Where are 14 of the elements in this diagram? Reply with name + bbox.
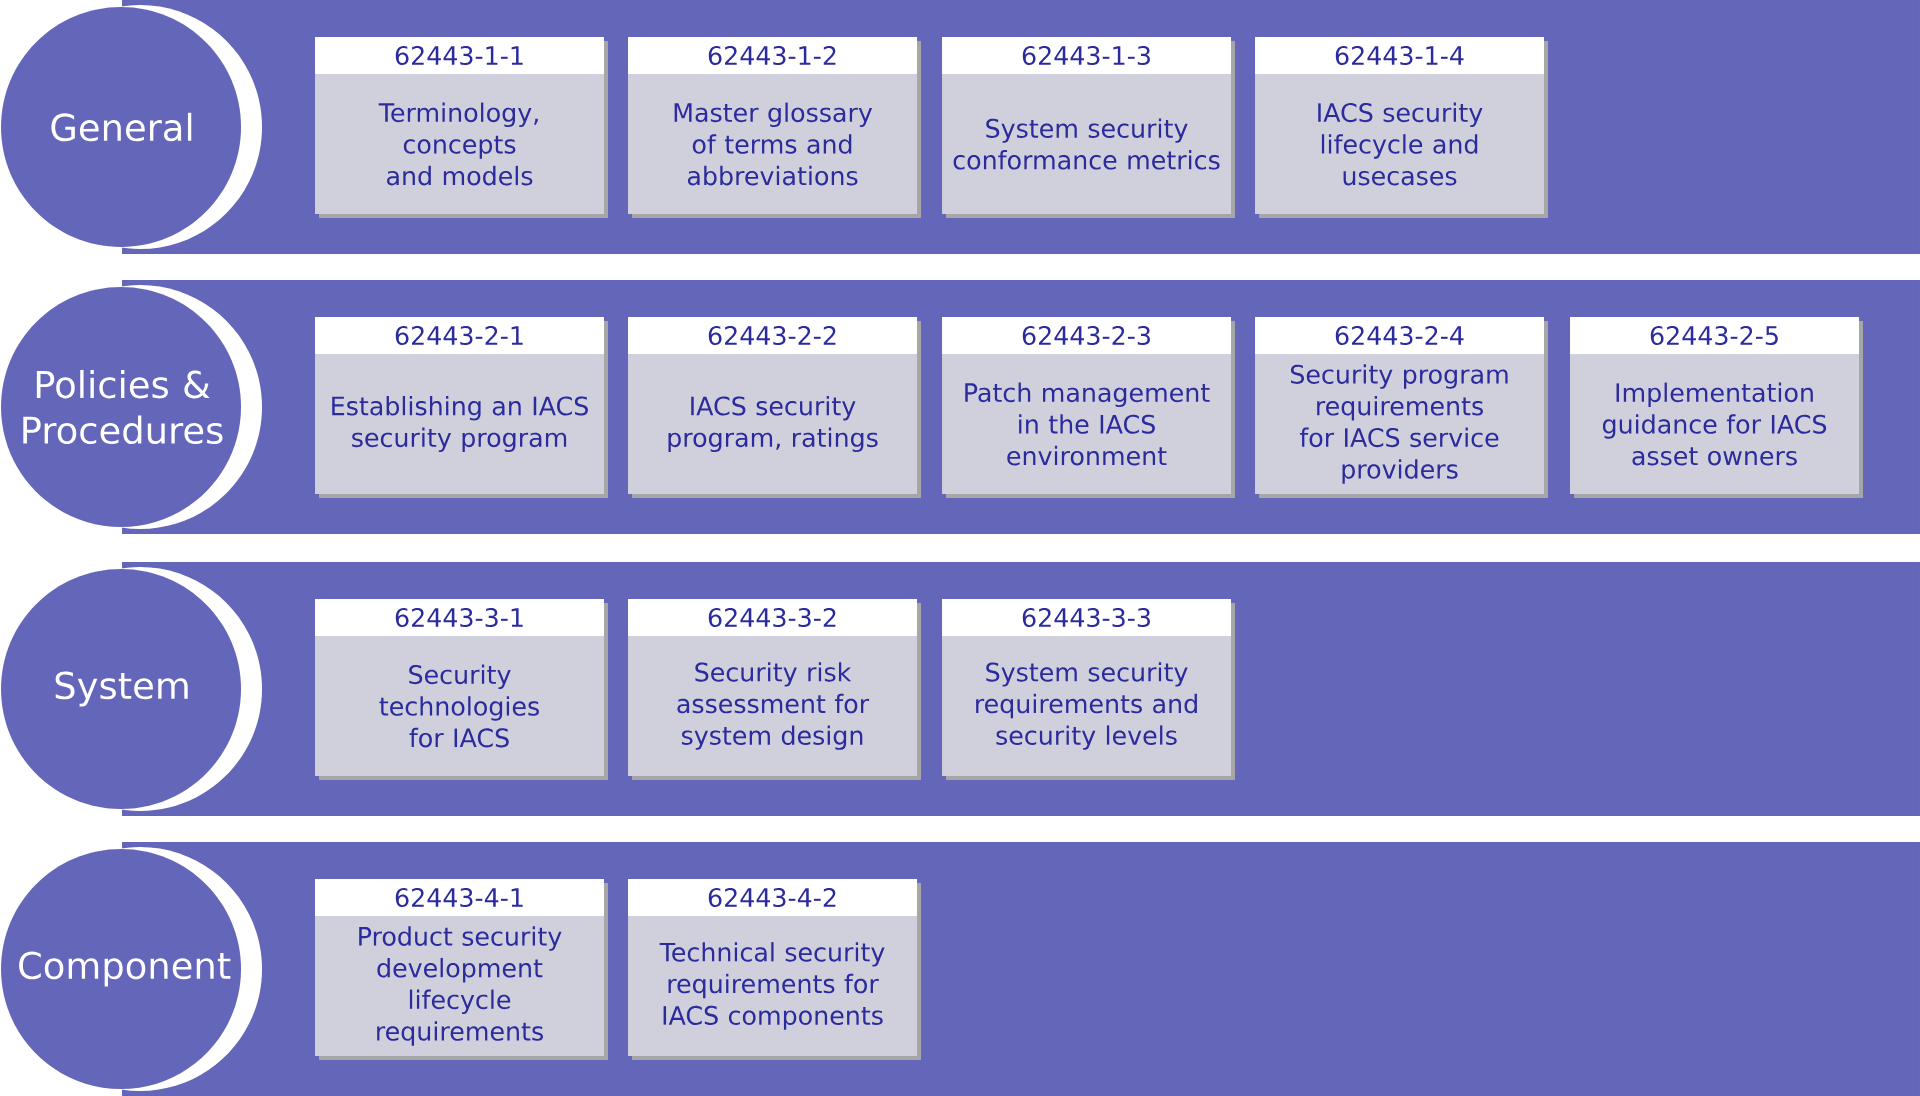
document-card: 62443-4-2 Technical security requirements for IACS components bbox=[628, 879, 921, 1060]
document-card: 62443-2-2 IACS security program, ratings bbox=[628, 317, 921, 498]
document-card: 62443-1-3 System security conformance metrics bbox=[942, 37, 1235, 218]
document-card: 62443-1-1 Terminology, concepts and models bbox=[315, 37, 608, 218]
document-card: 62443-1-2 Master glossary of terms and abbreviations bbox=[628, 37, 921, 218]
document-card: 62443-2-4 Security program requirements for IACS service providers bbox=[1255, 317, 1548, 498]
document-card: 62443-1-4 IACS security lifecycle and usecases bbox=[1255, 37, 1548, 218]
document-card: 62443-4-1 Product security development lifecycle requirements bbox=[315, 879, 608, 1060]
document-card: 62443-2-3 Patch management in the IACS environment bbox=[942, 317, 1235, 498]
document-card: 62443-2-1 Establishing an IACS security program bbox=[315, 317, 608, 498]
document-card: 62443-3-1 Security technologies for IACS bbox=[315, 599, 608, 780]
document-card: 62443-3-3 System security requirements and security levels bbox=[942, 599, 1235, 780]
document-card: 62443-2-5 Implementation guidance for IACS asset owners bbox=[1570, 317, 1863, 498]
document-card: 62443-3-2 Security risk assessment for system design bbox=[628, 599, 921, 780]
